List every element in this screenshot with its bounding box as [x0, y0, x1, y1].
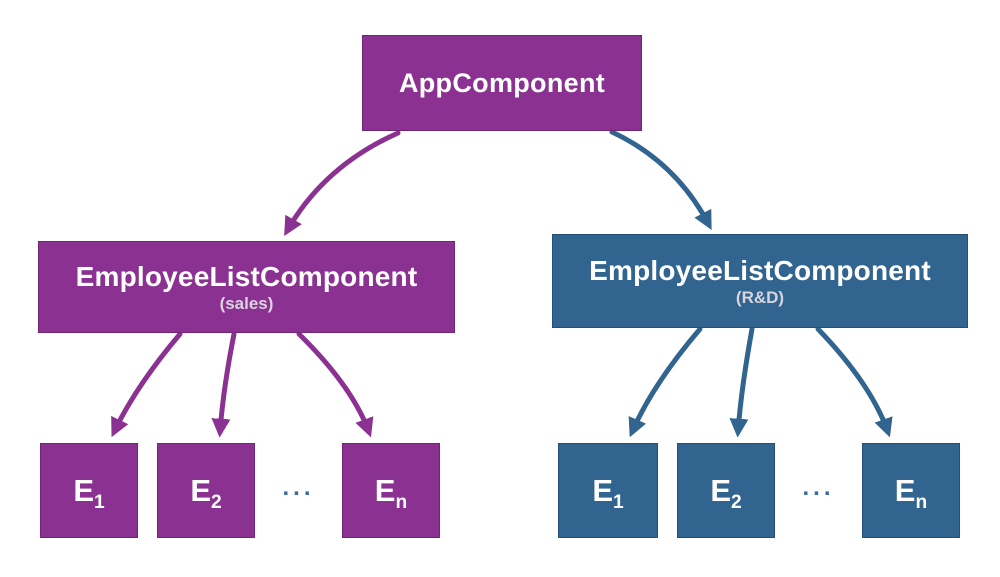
- employee-label-sub: 1: [613, 492, 624, 514]
- employee-node-rnd-en: En: [862, 443, 960, 538]
- employee-label-base: E: [592, 473, 613, 508]
- employee-node-sales-e1: E1: [40, 443, 138, 538]
- arrow-sales-to-en: [296, 331, 374, 438]
- employee-label-sub: 2: [211, 492, 222, 514]
- arrow-app-to-rnd: [609, 129, 712, 231]
- employee-label: E2: [710, 473, 741, 512]
- employee-node-sales-e2: E2: [157, 443, 255, 538]
- arrow-rnd-to-e1: [628, 326, 703, 438]
- arrow-rnd-to-en: [815, 326, 893, 438]
- employee-label-sub: n: [915, 492, 928, 514]
- ellipsis-sales: ...: [282, 473, 315, 501]
- app-component-node: AppComponent: [362, 35, 642, 131]
- employee-label-base: E: [710, 473, 731, 508]
- employee-node-rnd-e2: E2: [677, 443, 775, 538]
- employee-list-rnd-sublabel: (R&D): [735, 288, 785, 308]
- employee-list-rnd-node: EmployeeListComponent (R&D): [552, 234, 968, 328]
- ellipsis-rnd: ...: [802, 473, 835, 501]
- employee-list-sales-label: EmployeeListComponent: [75, 260, 418, 292]
- employee-label-base: E: [374, 473, 396, 508]
- employee-label-base: E: [894, 473, 916, 508]
- employee-label-sub: 2: [731, 492, 742, 514]
- arrow-sales-to-e2: [211, 331, 237, 438]
- employee-list-sales-node: EmployeeListComponent (sales): [38, 241, 455, 333]
- employee-label-sub: n: [395, 492, 408, 514]
- employee-label: E2: [190, 473, 221, 512]
- employee-label: E1: [73, 473, 104, 512]
- arrow-sales-to-e1: [111, 331, 183, 438]
- arrow-app-to-sales: [284, 130, 401, 236]
- employee-label: E1: [592, 473, 623, 512]
- employee-label-base: E: [190, 473, 211, 508]
- employee-label: En: [374, 473, 407, 512]
- employee-label-base: E: [73, 473, 94, 508]
- employee-list-sales-sublabel: (sales): [219, 294, 274, 314]
- employee-node-rnd-e1: E1: [558, 443, 658, 538]
- employee-label: En: [894, 473, 927, 512]
- app-component-label: AppComponent: [398, 67, 606, 98]
- employee-node-sales-en: En: [342, 443, 440, 538]
- employee-label-sub: 1: [94, 492, 105, 514]
- arrow-rnd-to-e2: [729, 326, 755, 438]
- employee-list-rnd-label: EmployeeListComponent: [589, 254, 931, 286]
